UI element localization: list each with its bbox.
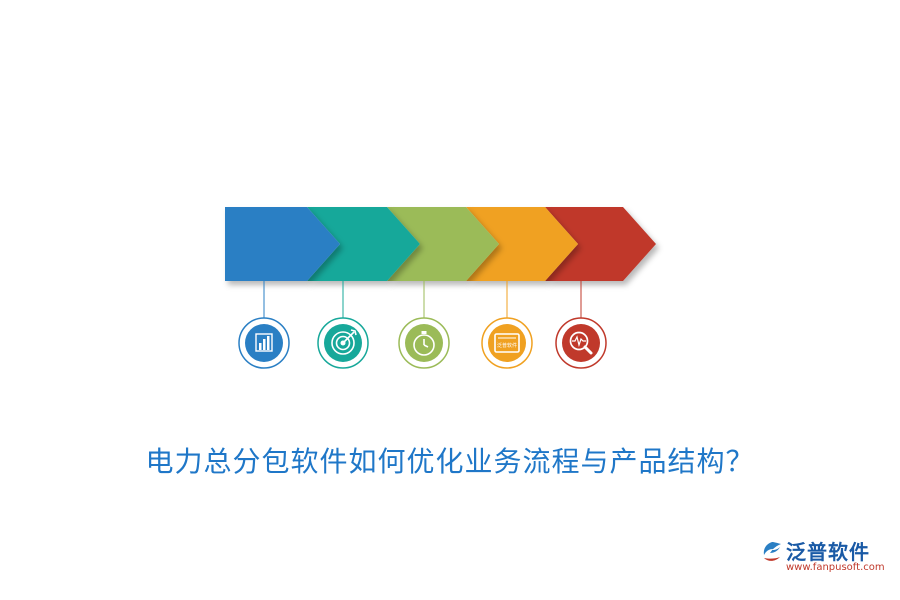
arrow-step-3 <box>387 207 499 281</box>
icon-circles: 泛普软件 <box>238 317 607 369</box>
page-title: 电力总分包软件如何优化业务流程与产品结构？ <box>145 445 755 478</box>
arrow-step-1 <box>225 207 340 281</box>
arrow-band <box>225 207 656 281</box>
stopwatch-icon <box>398 317 450 369</box>
connectors <box>263 281 582 318</box>
brand-logo-icon <box>763 542 781 561</box>
brand-logo[interactable]: 泛普软件 www.fanpusoft.com <box>756 534 886 584</box>
screen-icon-text: 泛普软件 <box>497 342 517 349</box>
brand-name: 泛普软件 <box>786 540 870 564</box>
bar-chart-icon <box>238 317 290 369</box>
brand-url: www.fanpusoft.com <box>786 562 885 573</box>
screen-icon: 泛普软件 <box>481 317 533 369</box>
arrow-step-4 <box>466 207 578 281</box>
target-icon <box>317 317 369 369</box>
magnifier-icon <box>555 317 607 369</box>
arrow-step-5 <box>545 207 656 281</box>
arrow-step-2 <box>307 207 420 281</box>
